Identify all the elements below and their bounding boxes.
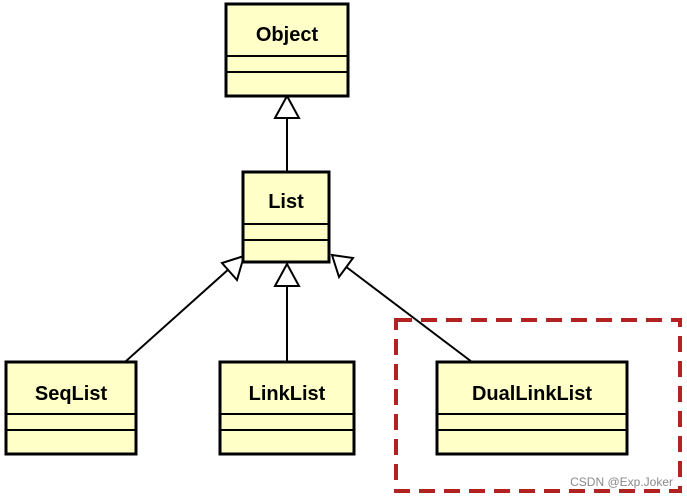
class-name-linklist: LinkList [249, 383, 326, 405]
generalization-arrowhead-duallinklist [330, 253, 355, 280]
class-name-seqlist: SeqList [35, 383, 108, 405]
edge-duallinklist-list [344, 265, 473, 363]
edge-seqlist-list [124, 267, 231, 363]
generalization-arrowhead-seqlist [220, 254, 246, 283]
class-duallinklist[interactable]: DualLinkList [435, 360, 629, 456]
class-seqlist[interactable]: SeqList [4, 360, 138, 456]
watermark-text: CSDN @Exp.Joker [570, 475, 673, 489]
class-list[interactable]: List [241, 170, 331, 264]
class-name-duallinklist: DualLinkList [472, 383, 592, 405]
inheritance-edges [124, 93, 473, 363]
generalization-arrowhead-linklist [273, 261, 301, 287]
class-name-list: List [268, 191, 304, 213]
class-linklist[interactable]: LinkList [218, 360, 356, 456]
class-object[interactable]: Object [224, 2, 350, 98]
class-name-object: Object [256, 24, 319, 46]
generalization-arrowhead-object [273, 93, 301, 119]
